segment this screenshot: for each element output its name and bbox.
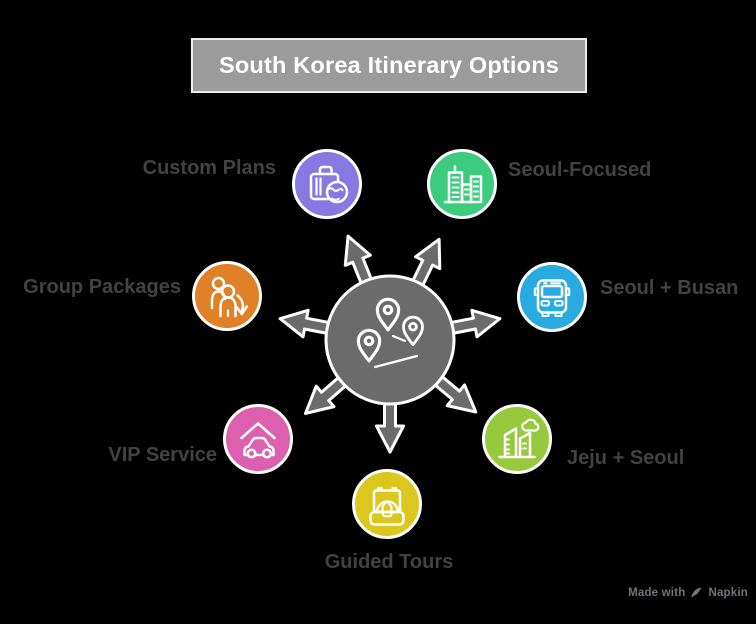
- suitcase-globe-icon: [292, 149, 362, 219]
- node-label-custom-plans: Custom Plans: [142, 157, 276, 179]
- node-label-vip-service: VIP Service: [108, 444, 217, 466]
- node-custom-plans: [289, 146, 365, 222]
- route-pins-icon: [356, 297, 424, 369]
- watermark-brand: Napkin: [708, 586, 748, 599]
- people-arrow-icon: [192, 261, 262, 331]
- diagram-title: South Korea Itinerary Options: [190, 38, 588, 93]
- hub-circle: [324, 274, 456, 406]
- hub-radial-arrows: [275, 229, 505, 454]
- bus-icon: [517, 262, 587, 332]
- node-vip-service: [220, 401, 296, 477]
- city-buildings-icon: [427, 149, 497, 219]
- watermark: Made with Napkin: [628, 586, 748, 599]
- node-label-guided-tours: Guided Tours: [324, 551, 454, 573]
- car-under-roof-icon: [223, 404, 293, 474]
- node-seoul-focused: [424, 146, 500, 222]
- node-label-seoul-focused: Seoul-Focused: [508, 159, 652, 181]
- node-seoul-busan: [514, 259, 590, 335]
- node-label-seoul-busan: Seoul + Busan: [600, 277, 739, 299]
- node-jeju-seoul: [479, 401, 555, 477]
- watermark-prefix: Made with: [628, 586, 686, 599]
- open-suitcase-globe-icon: [352, 469, 422, 539]
- node-label-group-packages: Group Packages: [23, 276, 181, 298]
- node-group-packages: [189, 258, 265, 334]
- node-label-jeju-seoul: Jeju + Seoul: [567, 447, 685, 469]
- napkin-logo-icon: [691, 588, 703, 598]
- node-guided-tours: [349, 466, 425, 542]
- island-buildings-cloud-icon: [482, 404, 552, 474]
